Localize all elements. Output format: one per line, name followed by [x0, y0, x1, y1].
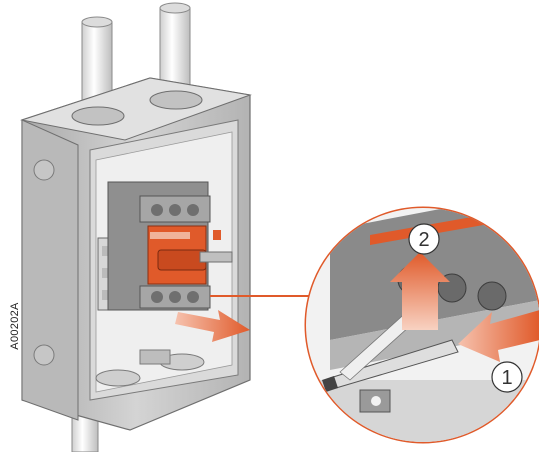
pull-out-arrow: [175, 310, 250, 342]
step-2-callout: 2: [408, 223, 440, 255]
step-1-label: 1: [501, 367, 512, 389]
step-2-arrow: [390, 252, 450, 330]
figure-code: A00202A: [9, 302, 21, 350]
switch-module: [107, 181, 233, 311]
step-1-arrow: [458, 310, 539, 362]
step-2-label: 2: [418, 229, 429, 251]
step-1-callout: 1: [491, 361, 523, 393]
